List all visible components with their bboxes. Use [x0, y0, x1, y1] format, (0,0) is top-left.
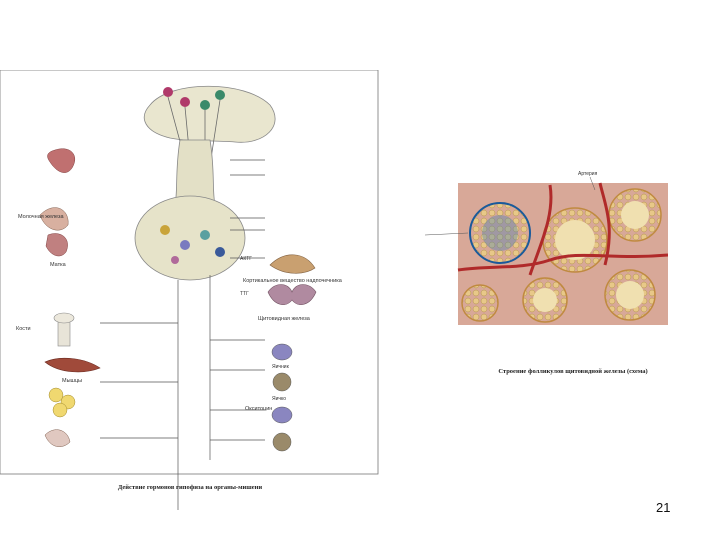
adrenal-gland-icon [269, 254, 316, 274]
pituitary-cells [160, 225, 225, 264]
bone-icon [53, 312, 75, 347]
slide-number: 21 [656, 500, 671, 515]
bone-label: Кости [16, 326, 31, 332]
ovary-icon [271, 343, 293, 361]
testis-icon-2 [272, 432, 292, 452]
thyroid-follicle-diagram: Артерия [424, 171, 668, 325]
ovary-icon-2 [271, 406, 293, 424]
pituitary-hormone-diagram: Кортикальное вещество надпочечника Щитов… [0, 70, 379, 510]
uterus-icon-2 [45, 233, 68, 257]
neurosecretory-neurons [163, 87, 225, 166]
mammary-label: Молочная железа [18, 214, 64, 220]
testis-icon [272, 372, 292, 392]
pituitary-stalk [174, 139, 216, 206]
ovary-label: Яичник [272, 364, 290, 370]
leader-lines [100, 159, 265, 510]
thyroid-gland-icon [267, 284, 317, 305]
fat-cells-icon [48, 387, 76, 418]
diagram-frame [0, 70, 379, 475]
adrenal-label: Кортикальное вещество надпочечника [243, 278, 343, 284]
hypothalamus-shape [144, 85, 276, 143]
muscle-label: Мышцы [62, 378, 82, 384]
pituitary-caption: Действие гормонов гипофиза на органы-миш… [117, 484, 263, 491]
thyroid-label: Щитовидная железа [258, 316, 311, 322]
testis-label: Яичко [272, 396, 286, 402]
tsh-label: ТТГ [240, 291, 249, 297]
muscle-icon [44, 357, 101, 373]
pituitary-gland [134, 195, 246, 281]
mammary-gland-icon-2 [44, 429, 71, 447]
oxytocin-label: Окситоцин [245, 406, 272, 412]
blood-vessels [457, 182, 668, 276]
uterus-label: Матка [50, 262, 67, 268]
follicles [461, 188, 662, 323]
thyroid-caption: Строение фолликулов щитовидной железы (с… [498, 368, 648, 375]
artery-label: Артерия [578, 171, 598, 177]
acth-label: АКТГ [240, 256, 252, 262]
uterus-icon [47, 148, 76, 173]
mammary-gland-icon [39, 207, 69, 231]
